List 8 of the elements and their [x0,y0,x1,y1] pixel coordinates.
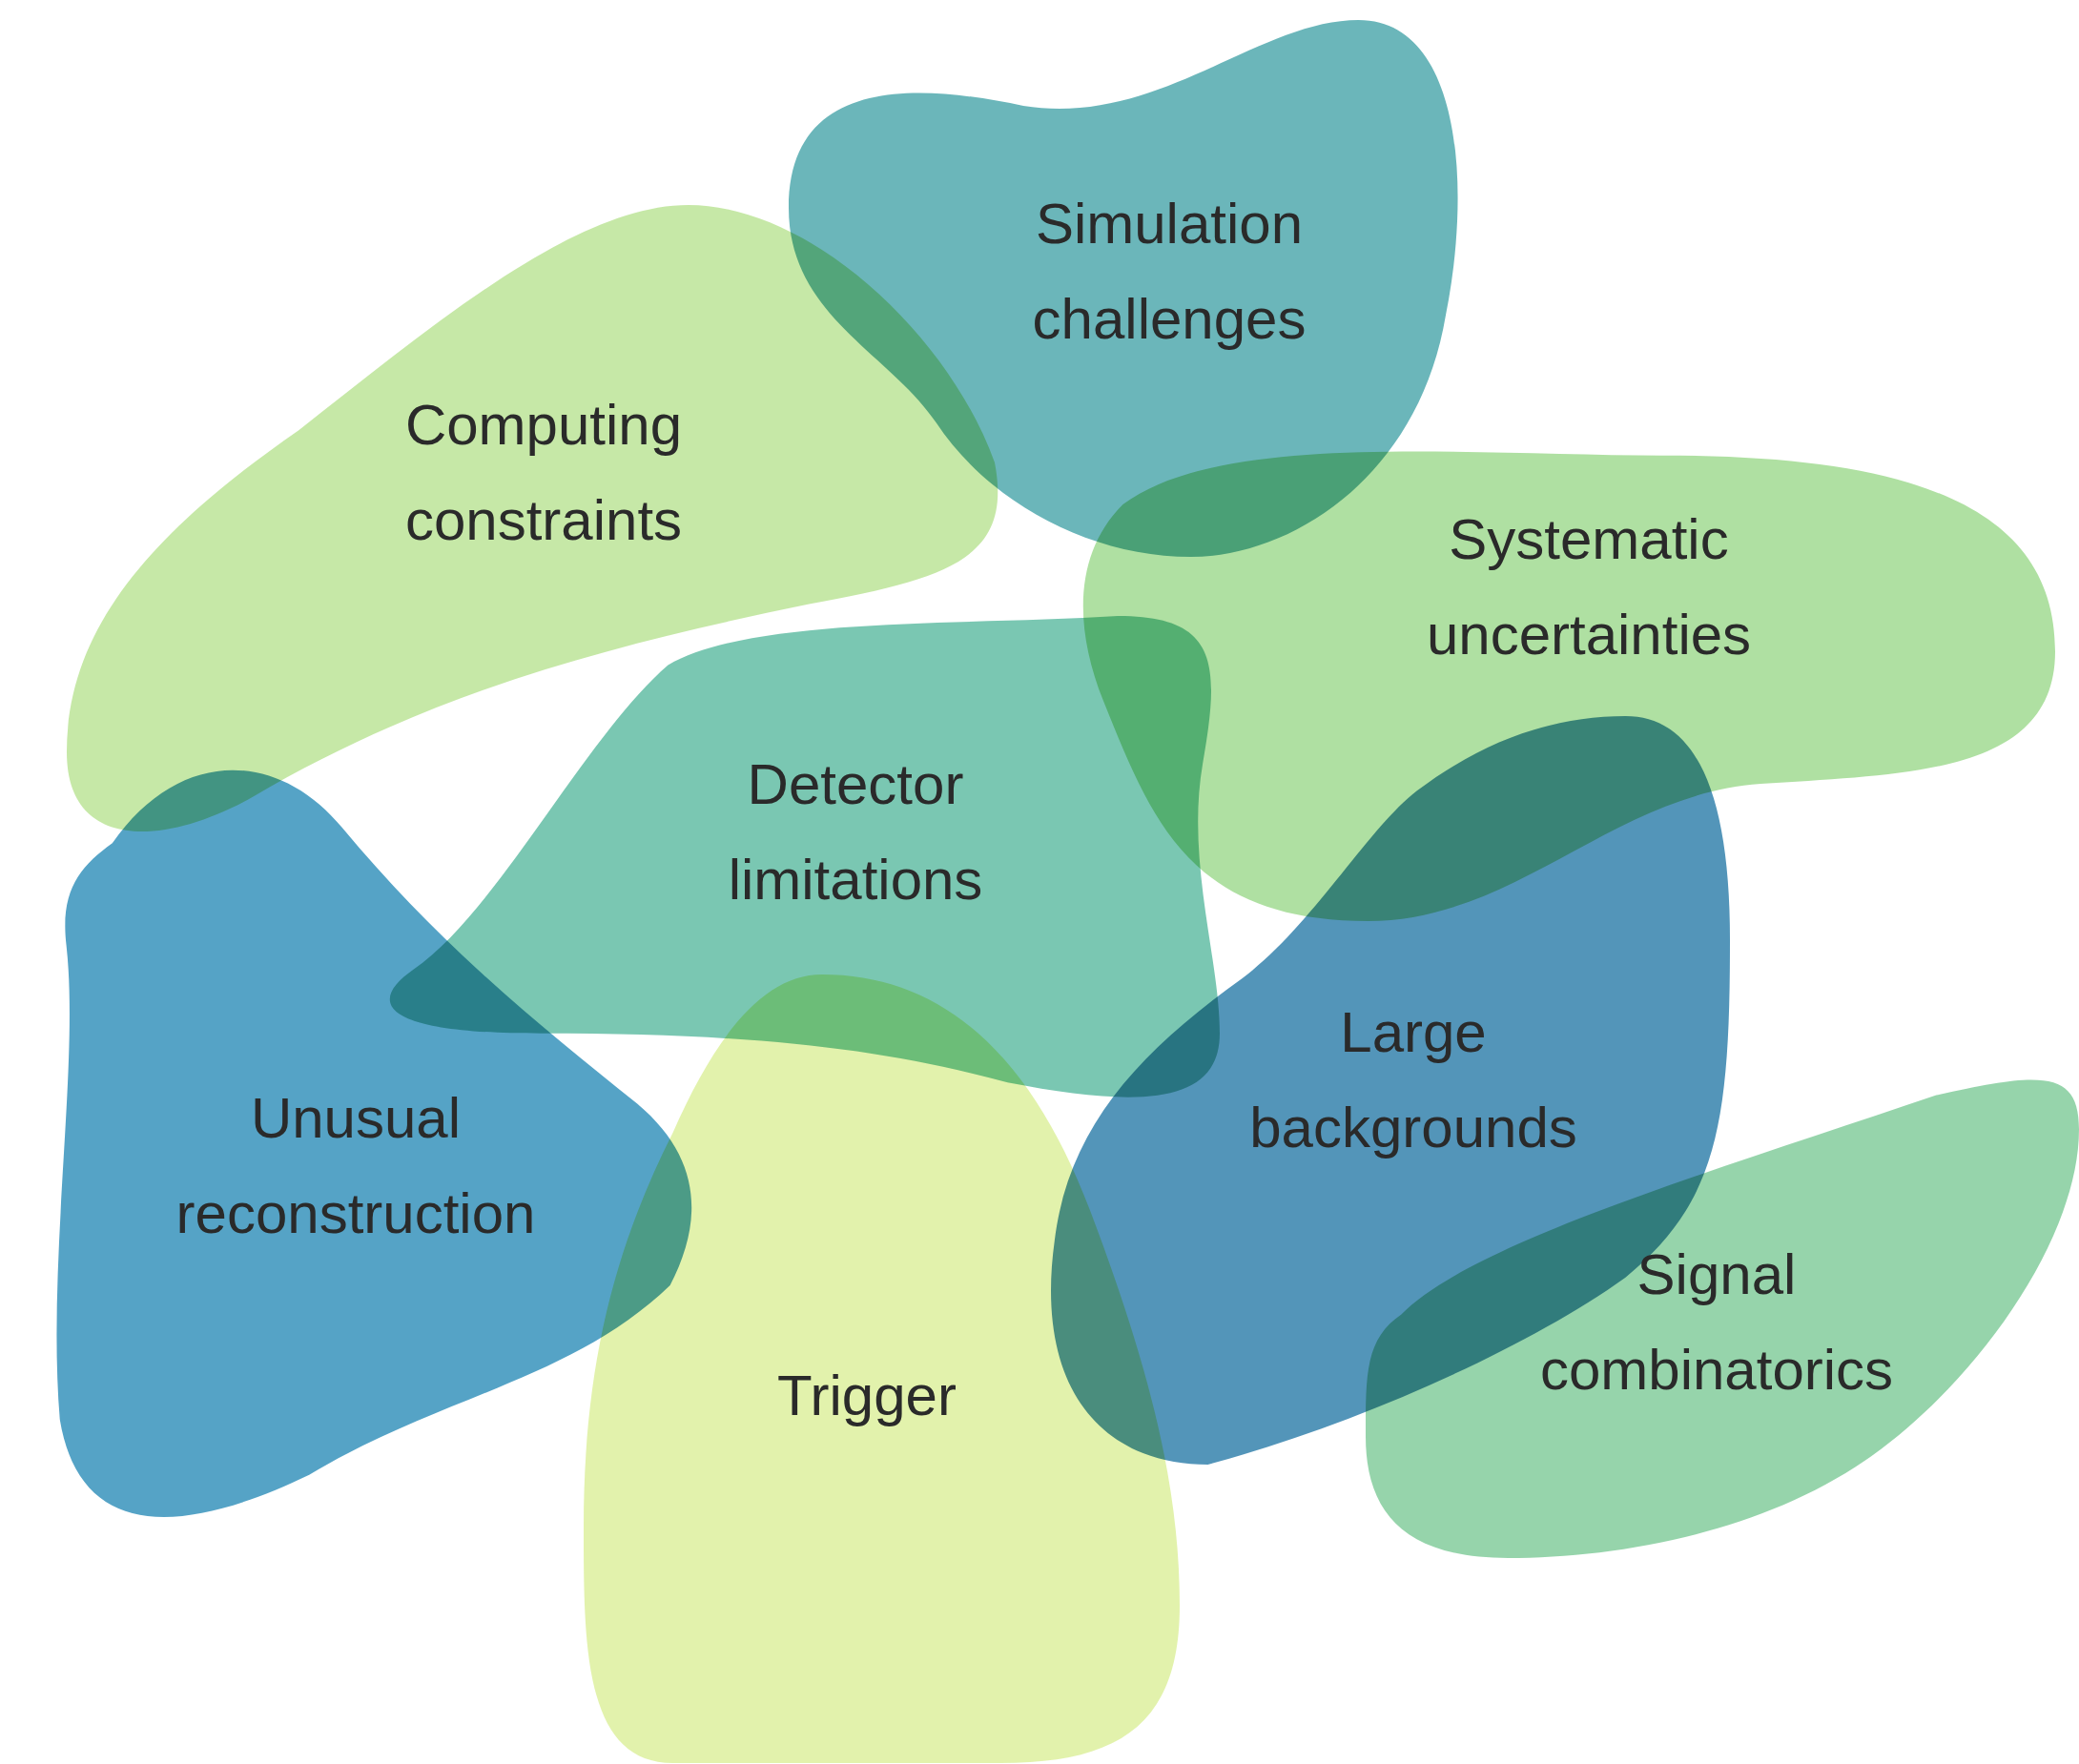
blob-label: Unusual reconstruction [175,1085,537,1247]
blob-label: Large backgrounds [1248,999,1578,1161]
blob-label: Systematic uncertainties [1425,506,1753,668]
blob-label: Trigger [776,1363,957,1429]
blob-label: Signal combinatorics [1538,1241,1895,1404]
blob-label: Detector limitations [727,751,984,913]
blob-label: Simulation challenges [1031,191,1307,353]
blob-label: Computing constraints [403,392,684,554]
